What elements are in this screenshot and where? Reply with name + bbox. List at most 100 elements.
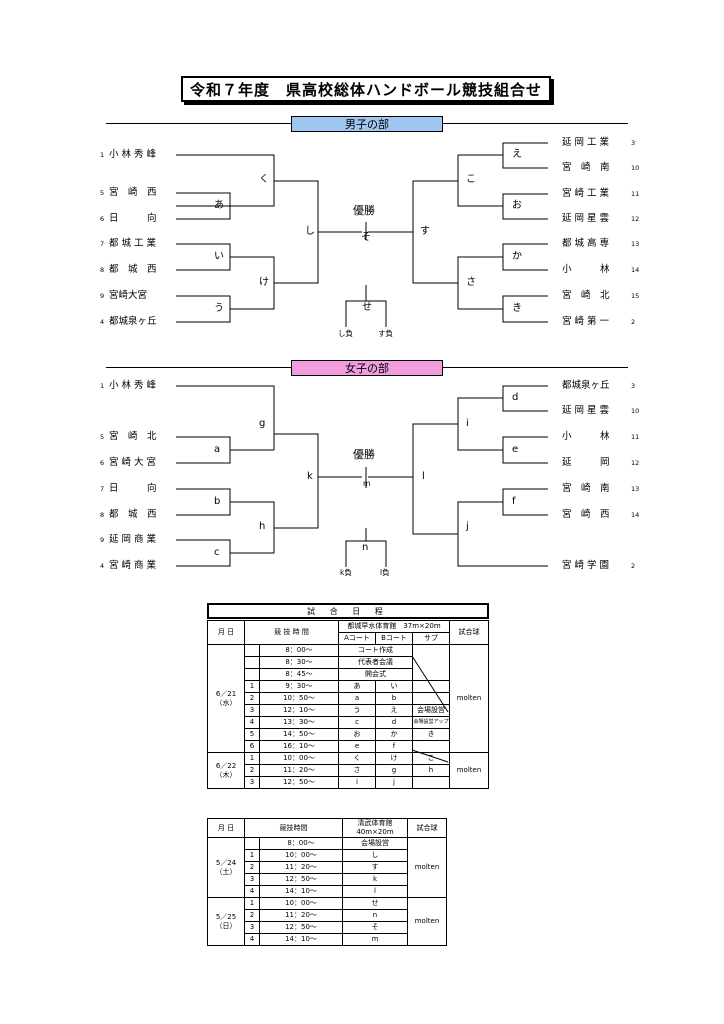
row-event: 代表者会議 xyxy=(338,656,413,669)
team-seed: 5 xyxy=(100,189,105,197)
team-seed: 3 xyxy=(631,139,636,147)
sub-blank xyxy=(412,644,450,681)
row-time: 10：50～ xyxy=(259,692,339,705)
match-mark: あ xyxy=(214,200,224,211)
day-dow: （土） xyxy=(215,867,237,876)
row-game: す xyxy=(342,861,408,874)
row-time: 8：45～ xyxy=(259,668,339,681)
row-no: 2 xyxy=(244,909,260,922)
team-seed: 14 xyxy=(631,511,640,519)
row-time: 13：30～ xyxy=(259,716,339,729)
day-cell: 6／22（木） xyxy=(207,752,245,789)
team-seed: 6 xyxy=(100,215,105,223)
row-time: 10：00～ xyxy=(259,849,343,862)
day-dow: （水） xyxy=(215,698,237,707)
third-place-left: k負 xyxy=(340,568,352,577)
col-time: 競 技 時 間 xyxy=(244,620,339,645)
row-game: せ xyxy=(342,897,408,910)
row-no: 1 xyxy=(244,849,260,862)
match-mark: i xyxy=(466,418,469,429)
row-court-b: f xyxy=(375,740,413,753)
row-time: 9：30～ xyxy=(259,680,339,693)
day-date: 6／21 xyxy=(215,689,237,698)
match-mark: せ xyxy=(362,302,372,313)
team-seed: 8 xyxy=(100,266,105,274)
row-game: n xyxy=(342,909,408,922)
row-no: 2 xyxy=(244,692,260,705)
match-mark: す xyxy=(420,226,430,237)
team-seed: 12 xyxy=(631,459,640,467)
team-seed: 1 xyxy=(100,382,105,390)
row-time: 12：50～ xyxy=(259,921,343,934)
schedule-table-1: 月 日 競 技 時 間 都城早水体育館 37m×20m 試合球 Aコート Bコー… xyxy=(207,620,489,789)
row-court-a: a xyxy=(338,692,376,705)
row-sub: h xyxy=(412,764,450,777)
match-mark: a xyxy=(214,444,221,455)
row-court-b: j xyxy=(375,776,413,789)
team-seed: 14 xyxy=(631,266,640,274)
team-seed: 11 xyxy=(631,433,640,441)
team-name: 小 林 xyxy=(562,431,610,442)
match-mark: e xyxy=(512,444,519,455)
match-mark: f xyxy=(512,496,516,507)
day-cell: 5／25（日） xyxy=(207,897,245,946)
team-name: 小 林 xyxy=(562,264,610,275)
team-seed: 9 xyxy=(100,292,105,300)
row-no: 5 xyxy=(244,728,260,741)
team-name: 宮 崎 工 業 xyxy=(562,188,610,199)
team-name: 宮 崎 北 xyxy=(562,290,610,301)
row-time: 14：50～ xyxy=(259,728,339,741)
boys-section-label: 男子の部 xyxy=(291,116,443,132)
row-time: 12：10～ xyxy=(259,704,339,717)
team-seed: 12 xyxy=(631,215,640,223)
team-name: 都城泉ヶ丘 xyxy=(562,380,610,391)
team-name: 宮 崎 学 園 xyxy=(562,560,610,571)
girls-section-label: 女子の部 xyxy=(291,360,443,376)
team-name: 都 城 西 xyxy=(109,264,157,275)
match-mark: h xyxy=(259,521,266,532)
row-time: 12：50～ xyxy=(259,776,339,789)
ball-cell: molten xyxy=(449,752,489,789)
match-mark: c xyxy=(214,547,220,558)
team-seed: 13 xyxy=(631,240,640,248)
row-time: 10：00～ xyxy=(259,752,339,765)
row-time: 11：20～ xyxy=(259,861,343,874)
team-seed: 10 xyxy=(631,164,640,172)
row-court-b: g xyxy=(375,764,413,777)
row-game: m xyxy=(342,933,408,946)
row-sub: 会場設営 xyxy=(412,704,450,717)
team-name: 小 林 秀 峰 xyxy=(109,149,157,160)
day-cell: 5／24（土） xyxy=(207,837,245,898)
team-seed: 3 xyxy=(631,382,636,390)
row-time: 11：20～ xyxy=(259,764,339,777)
match-mark: い xyxy=(214,251,224,262)
row-sub xyxy=(412,692,450,705)
match-mark: し xyxy=(305,226,315,237)
col-court-b: Bコート xyxy=(375,632,413,645)
day-date: 5／24 xyxy=(215,858,237,867)
col-sub: サブ xyxy=(412,632,450,645)
row-game: 会場設営 xyxy=(342,837,408,850)
team-seed: 2 xyxy=(631,318,636,326)
row-time: 14：10～ xyxy=(259,885,343,898)
ball-cell: molten xyxy=(449,644,489,753)
col-time: 競技時間 xyxy=(244,818,343,838)
team-name: 都 城 工 業 xyxy=(109,238,157,249)
row-time: 11：20～ xyxy=(259,909,343,922)
col-court-a: Aコート xyxy=(338,632,376,645)
row-court-a: く xyxy=(338,752,376,765)
venue-name: 清武体育館 xyxy=(357,819,393,827)
col-date: 月 日 xyxy=(207,620,245,645)
col-ball: 試合球 xyxy=(449,620,489,645)
third-place-right: す負 xyxy=(378,329,393,338)
row-sub xyxy=(412,740,450,753)
row-game: k xyxy=(342,873,408,886)
team-name: 都 城 西 xyxy=(109,509,157,520)
match-mark: く xyxy=(259,174,269,185)
row-no: 4 xyxy=(244,885,260,898)
row-court-b: b xyxy=(375,692,413,705)
team-seed: 2 xyxy=(631,562,636,570)
row-no: 3 xyxy=(244,873,260,886)
third-place-left: し負 xyxy=(338,329,353,338)
team-seed: 1 xyxy=(100,151,105,159)
